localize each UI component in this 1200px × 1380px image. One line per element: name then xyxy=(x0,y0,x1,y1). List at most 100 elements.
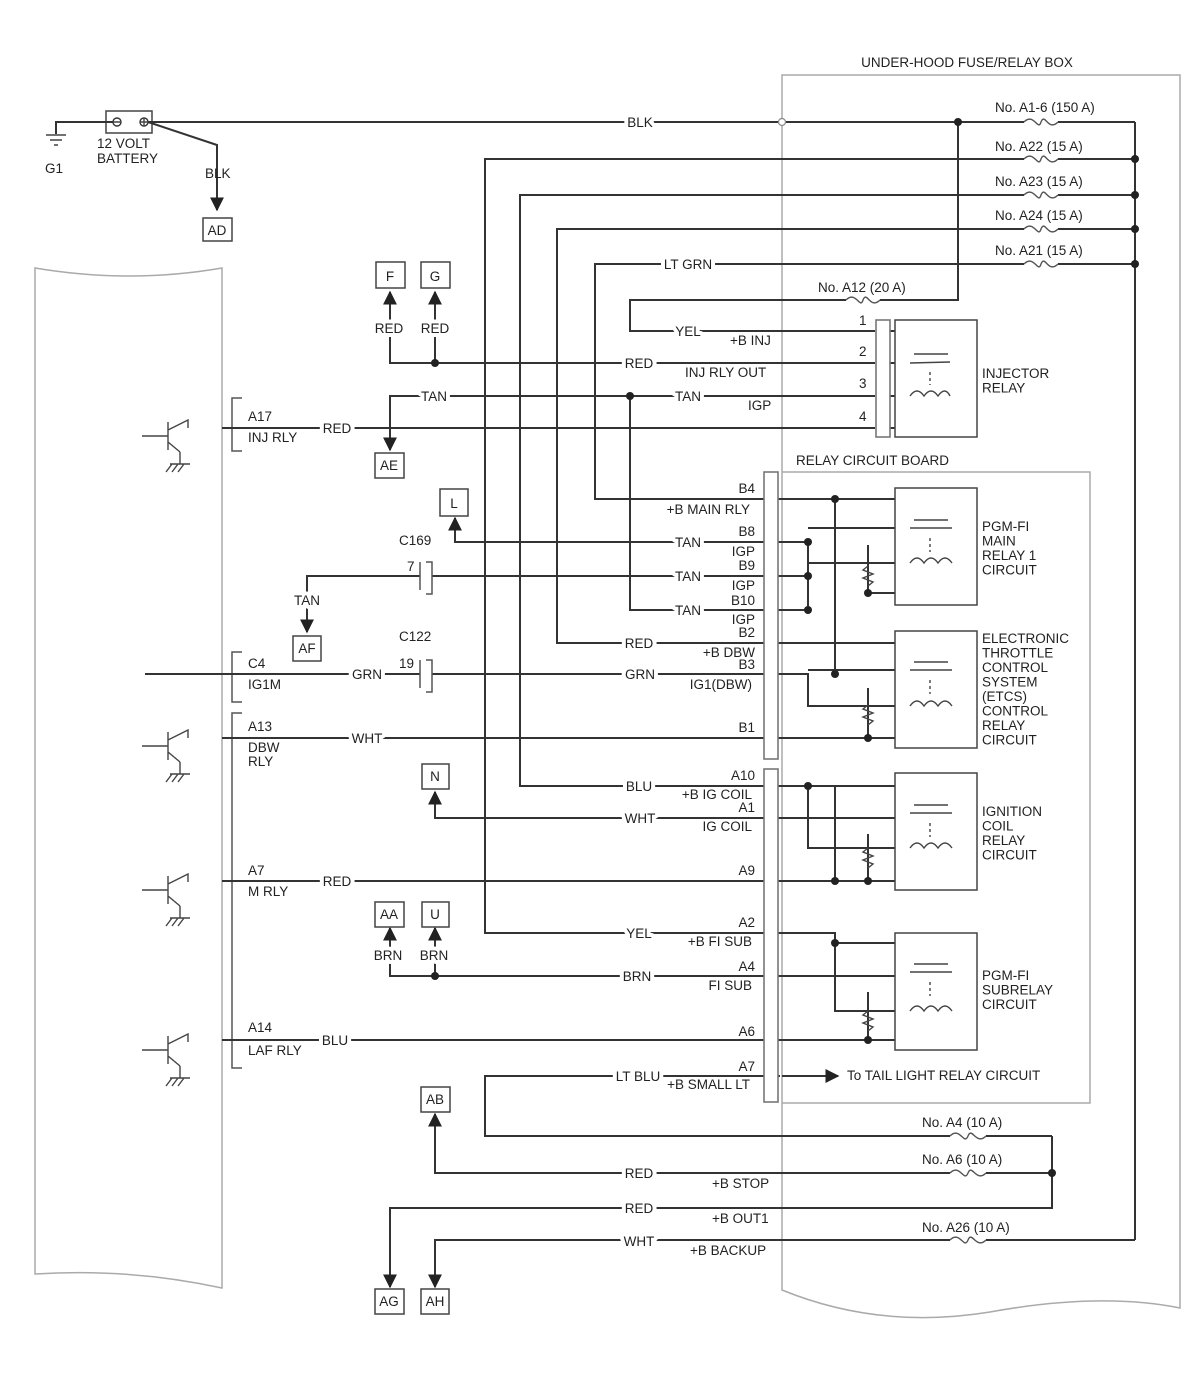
ecm-pin-ig1m: IG1M xyxy=(248,677,281,692)
wire-tan-b9: TAN xyxy=(675,569,701,584)
connector-af: AF xyxy=(298,641,315,656)
fuse-symbols xyxy=(845,118,1059,1244)
wire-lt-blu: LT BLU xyxy=(616,1069,661,1084)
wire-red-b2: RED xyxy=(625,636,654,651)
wire-blu-a14: BLU xyxy=(322,1033,348,1048)
term-a10: A10 xyxy=(731,768,755,783)
ecm-connector-c4 xyxy=(231,651,242,703)
term-a2: A2 xyxy=(738,915,755,930)
ecm-connector-a xyxy=(231,712,242,1069)
ecm-pin-a14: A14 xyxy=(248,1020,273,1035)
connector-arrows xyxy=(210,180,840,1289)
sig-ig1-dbw: IG1(DBW) xyxy=(690,677,752,692)
relay-label-line: RELAY 1 xyxy=(982,548,1036,563)
sig-igp-b9: IGP xyxy=(732,578,755,593)
wire-tan-ae: TAN xyxy=(421,389,447,404)
wire-grn-c4: GRN xyxy=(352,667,382,682)
board-connector-a xyxy=(763,768,779,1103)
wire-red-a17: RED xyxy=(323,421,352,436)
fuse-label-a23: No. A23 (15 A) xyxy=(995,174,1083,189)
term-b3: B3 xyxy=(738,657,755,672)
ecm-pin-a13: A13 xyxy=(248,719,272,734)
relay-symbols xyxy=(909,353,953,1013)
board-connector-b xyxy=(763,471,779,760)
term-b4: B4 xyxy=(738,481,755,496)
connector-n: N xyxy=(430,769,440,784)
relay-label-line: CIRCUIT xyxy=(982,848,1037,863)
ecm-pin-laf-rly: LAF RLY xyxy=(248,1043,302,1058)
relay-label-line: (ETCS) xyxy=(982,689,1027,704)
sig-igp-b10: IGP xyxy=(732,612,755,627)
inline-connectors xyxy=(419,561,433,693)
wire-red-a7: RED xyxy=(323,874,352,889)
relay-label-line: RELAY xyxy=(982,381,1025,396)
connector-ag: AG xyxy=(379,1294,399,1309)
label-c122: C122 xyxy=(399,629,431,644)
ecm-pin-m-rly: M RLY xyxy=(248,884,288,899)
fuse-box-title: UNDER-HOOD FUSE/RELAY BOX xyxy=(861,55,1073,70)
ecm-transistor-a14 xyxy=(142,1032,190,1087)
relay-label-line: PGM-FI xyxy=(982,968,1029,983)
relay-label-line: THROTTLE xyxy=(982,646,1053,661)
sig-inj-rly-out: INJ RLY OUT xyxy=(685,365,766,380)
term-b1: B1 xyxy=(738,720,755,735)
wire-lt-grn: LT GRN xyxy=(664,257,712,272)
ecm-transistor-a13 xyxy=(142,728,190,783)
relay-label-line: CIRCUIT xyxy=(982,733,1037,748)
sig-igp: IGP xyxy=(748,398,771,413)
fuse-label-a16: No. A1-6 (150 A) xyxy=(995,100,1095,115)
ecm-pin-dbw: DBW xyxy=(248,740,280,755)
fuse-label-a6: No. A6 (10 A) xyxy=(922,1152,1002,1167)
junction-dots xyxy=(431,117,1139,1177)
wire-tan-af: TAN xyxy=(294,593,320,608)
sig-b-out1: +B OUT1 xyxy=(712,1211,769,1226)
relay-label-line: INJECTOR xyxy=(982,366,1050,381)
pin-1: 1 xyxy=(859,313,867,328)
term-a9: A9 xyxy=(738,863,755,878)
sig-igp-b8: IGP xyxy=(732,544,755,559)
relay-label-line: SUBRELAY xyxy=(982,983,1053,998)
connector-l: L xyxy=(450,496,458,511)
relay-label-line: SYSTEM xyxy=(982,675,1038,690)
connector-boxes xyxy=(202,217,469,1315)
battery-label-1: 12 VOLT xyxy=(97,136,150,151)
relay-label-line: RELAY xyxy=(982,833,1025,848)
sig-b-inj: +B INJ xyxy=(730,333,771,348)
tail-light-label: To TAIL LIGHT RELAY CIRCUIT xyxy=(847,1068,1040,1083)
fuse-label-a21: No. A21 (15 A) xyxy=(995,243,1083,258)
term-b10: B10 xyxy=(731,593,755,608)
term-b9: B9 xyxy=(738,558,755,573)
relay-board-title: RELAY CIRCUIT BOARD xyxy=(796,453,949,468)
wire-wht-backup: WHT xyxy=(624,1234,655,1249)
sig-b-ig-coil: +B IG COIL xyxy=(682,787,753,802)
ecm-transistor-a17 xyxy=(142,418,190,473)
relay-circuit-board xyxy=(782,471,1091,1104)
relay-label-line: CIRCUIT xyxy=(982,997,1037,1012)
connector-ab: AB xyxy=(426,1092,444,1107)
wire-brn-a4: BRN xyxy=(623,969,652,984)
connector-f: F xyxy=(386,269,394,284)
connector-u: U xyxy=(430,907,440,922)
term-a1: A1 xyxy=(738,800,755,815)
term-a6: A6 xyxy=(738,1024,755,1039)
relay-label-line: ELECTRONIC xyxy=(982,631,1069,646)
wire-yel-inj: YEL xyxy=(675,324,701,339)
wire-grn-b3: GRN xyxy=(625,667,655,682)
ecm-connector-a17 xyxy=(231,397,242,452)
wire-tan-b10: TAN xyxy=(675,603,701,618)
fuse-label-a4: No. A4 (10 A) xyxy=(922,1115,1002,1130)
wire-wht-a13: WHT xyxy=(352,731,383,746)
wire-red-g: RED xyxy=(421,321,450,336)
wire-red-stop: RED xyxy=(625,1166,654,1181)
relay-label-line: CIRCUIT xyxy=(982,563,1037,578)
pin-3: 3 xyxy=(859,376,867,391)
ecm-pin-rly: RLY xyxy=(248,754,273,769)
label-c122-pin: 19 xyxy=(399,656,414,671)
connector-ah: AH xyxy=(426,1294,445,1309)
wire-brn-u: BRN xyxy=(420,948,449,963)
relay-label-line: MAIN xyxy=(982,534,1016,549)
